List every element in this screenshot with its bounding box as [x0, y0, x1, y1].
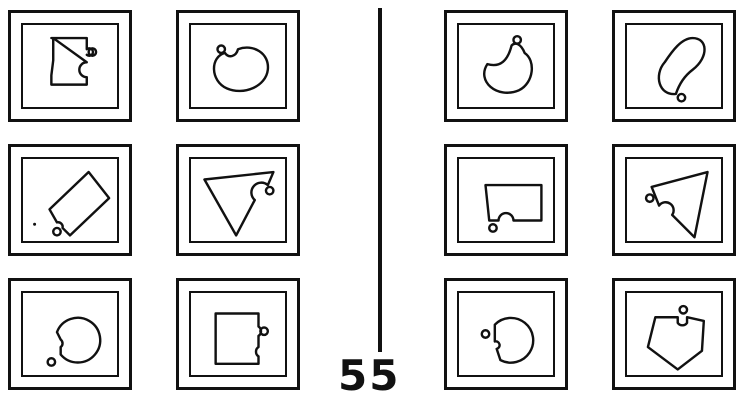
panel-left-1	[8, 10, 132, 122]
triangle-puzzle-right-icon	[627, 159, 721, 241]
panel-left-6	[176, 278, 300, 390]
rect-puzzle-tab-icon	[23, 25, 117, 107]
panel-right-1	[444, 10, 568, 122]
panel-right-3	[444, 144, 568, 256]
panel-right-5	[444, 278, 568, 390]
panel-right-4	[612, 144, 736, 256]
tilted-rect-puzzle-icon	[23, 159, 117, 241]
panel-left-5	[8, 278, 132, 390]
rect-notch-bottom-icon	[459, 159, 553, 241]
panel-left-4	[176, 144, 300, 256]
panel-right-6	[612, 278, 736, 390]
triangle-puzzle-icon	[191, 159, 285, 241]
tilted-oval-loop-icon	[627, 25, 721, 107]
page-number: 55	[338, 352, 400, 400]
pentagon-tab-icon	[627, 293, 721, 375]
panel-right-2	[612, 10, 736, 122]
bean-loop-icon	[459, 25, 553, 107]
circle-notch-left-icon	[459, 293, 553, 375]
square-puzzle-icon	[191, 293, 285, 375]
panel-left-3	[8, 144, 132, 256]
kidney-loop-icon	[191, 25, 285, 107]
panel-left-2	[176, 10, 300, 122]
circle-notch-icon	[23, 293, 117, 375]
center-divider	[378, 8, 382, 352]
